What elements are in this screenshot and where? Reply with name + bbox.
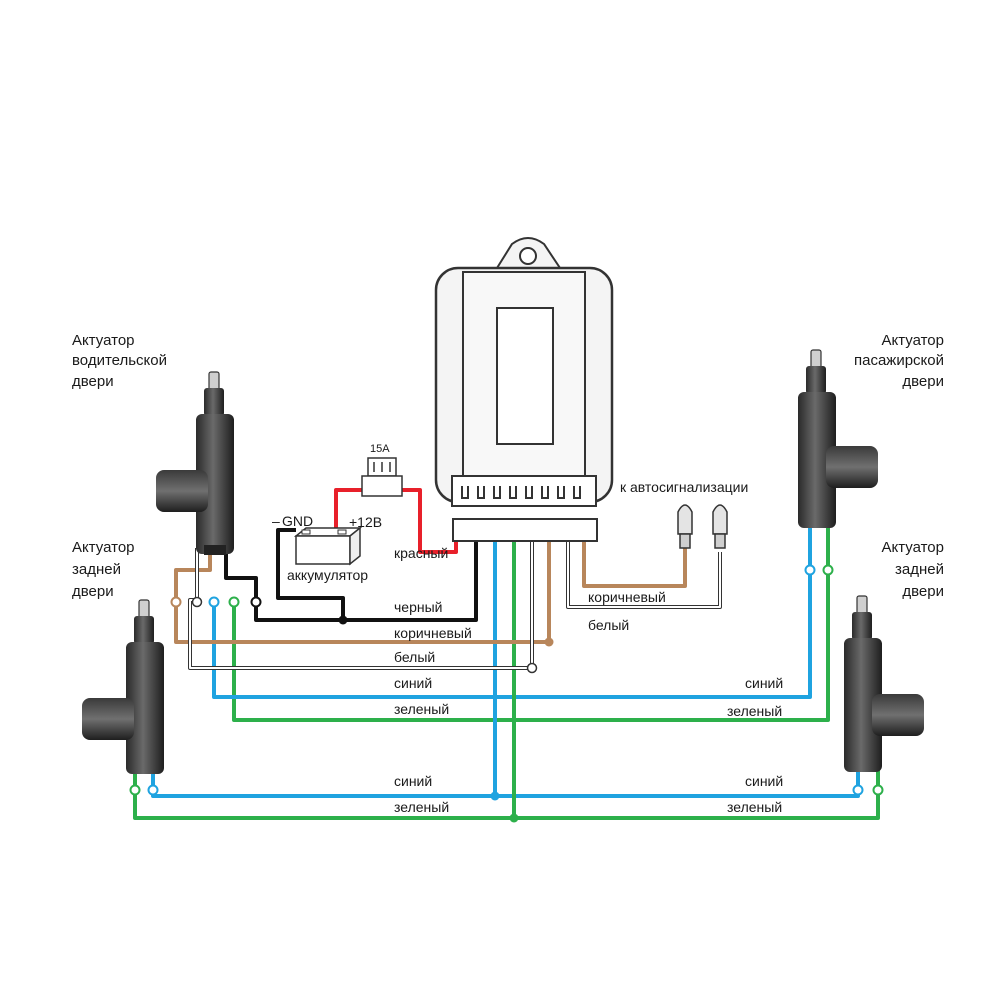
svg-text:двери: двери <box>72 583 114 600</box>
alarm-label: к автосигнализации <box>620 479 748 495</box>
title-passenger-actuator: Актуатор пасажирской двери <box>854 332 944 390</box>
junctions <box>129 564 884 823</box>
plus12-label: +12В <box>349 514 382 530</box>
label-blue-upper-right: синий <box>745 675 783 691</box>
label-blue-upper-left: синий <box>394 675 432 691</box>
svg-text:водительской: водительской <box>72 352 167 369</box>
fuse: 15А <box>361 443 403 497</box>
module-connector <box>451 475 597 507</box>
label-alarm-brown: коричневый <box>588 589 666 605</box>
actuator-driver-door <box>156 371 234 555</box>
label-blue-bottom-left: синий <box>394 773 432 789</box>
label-blue-bottom-right: синий <box>745 773 783 789</box>
bullet-connector-icon <box>712 504 728 549</box>
alarm-connectors <box>677 504 728 549</box>
svg-text:Актуатор: Актуатор <box>881 539 944 556</box>
junction-dot <box>544 637 554 647</box>
junction-dot <box>509 813 519 823</box>
wire-alarm-brown <box>582 540 687 588</box>
junction-dot <box>490 791 500 801</box>
junction-dot <box>208 596 220 608</box>
label-alarm-white: белый <box>588 617 629 633</box>
label-black: черный <box>394 599 442 615</box>
label-brown: коричневый <box>394 625 472 641</box>
harness-plug <box>452 518 598 542</box>
svg-text:двери: двери <box>902 583 944 600</box>
gnd-minus-sign: – <box>272 513 280 529</box>
junction-dot <box>822 564 834 576</box>
title-rear-right-actuator: Актуатор задней двери <box>881 539 944 600</box>
label-green-upper-right: зеленый <box>727 703 782 719</box>
junction-dot <box>170 596 182 608</box>
svg-text:Актуатор: Актуатор <box>881 332 944 349</box>
actuator-passenger-door <box>798 349 878 528</box>
junction-dot <box>338 615 348 625</box>
junction-dot <box>129 784 141 796</box>
battery-label: аккумулятор <box>287 567 368 583</box>
svg-text:двери: двери <box>72 373 114 390</box>
fuse-label: 15А <box>370 443 390 455</box>
label-green-bottom-left: зеленый <box>394 799 449 815</box>
svg-text:Актуатор: Актуатор <box>72 332 135 349</box>
junction-dot <box>191 596 203 608</box>
gnd-label: GND <box>282 513 313 529</box>
label-green-bottom-right: зеленый <box>727 799 782 815</box>
junction-dot <box>852 784 864 796</box>
svg-text:пасажирской: пасажирской <box>854 352 944 369</box>
svg-text:задней: задней <box>72 561 121 578</box>
svg-text:задней: задней <box>895 561 944 578</box>
wire-black-gnd <box>276 528 345 620</box>
wire-blue-bottom <box>151 790 860 798</box>
svg-text:Актуатор: Актуатор <box>72 539 135 556</box>
actuator-rear-right-door <box>844 595 924 772</box>
battery <box>293 526 363 566</box>
bullet-connector-icon <box>677 504 693 549</box>
junction-dot <box>804 564 816 576</box>
label-green-upper-left: зеленый <box>394 701 449 717</box>
junction-dot <box>147 784 159 796</box>
module-window <box>496 307 554 445</box>
mount-hole <box>519 247 537 265</box>
connector-pins <box>461 486 581 499</box>
title-rear-left-actuator: Актуатор задней двери <box>72 539 135 600</box>
actuator-rear-left-door <box>82 599 164 774</box>
svg-text:двери: двери <box>902 373 944 390</box>
junction-dot <box>228 596 240 608</box>
label-white: белый <box>394 649 435 665</box>
junction-dot <box>526 662 538 674</box>
wire-green-bottom <box>133 790 880 820</box>
title-driver-actuator: Актуатор водительской двери <box>72 332 167 390</box>
label-red: красный <box>394 545 448 561</box>
junction-dot <box>872 784 884 796</box>
junction-dot <box>250 596 262 608</box>
control-module <box>434 237 614 542</box>
wire-green-upper <box>232 525 830 722</box>
wire-white <box>188 540 534 670</box>
